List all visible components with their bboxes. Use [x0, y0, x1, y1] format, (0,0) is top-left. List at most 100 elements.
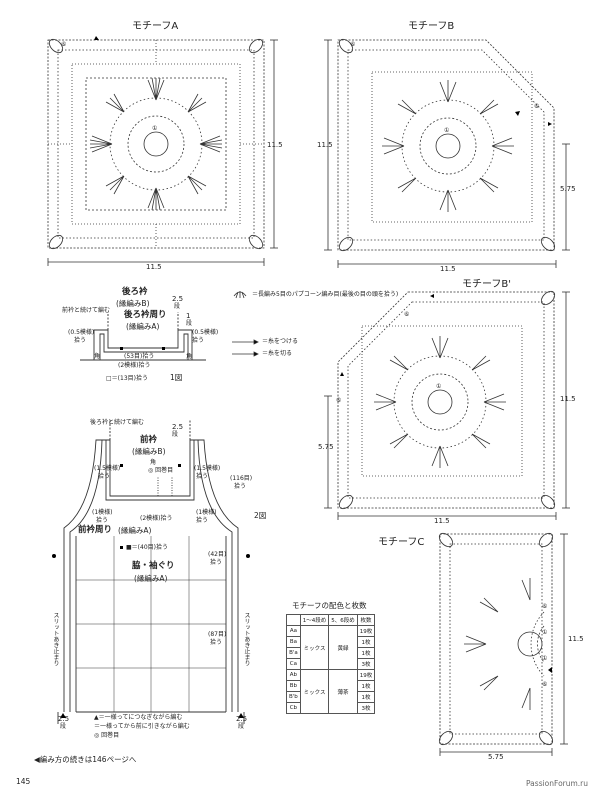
motif-a-height: 11.5: [267, 141, 283, 149]
motif-c-width: 5.75: [488, 753, 504, 761]
fig1-back-neck: 後ろ衿: [122, 287, 148, 297]
count-cell: 3枚: [356, 702, 376, 714]
code-cell: B'b: [286, 691, 301, 703]
legend-attach: ＝糸をつける: [262, 338, 299, 345]
fig1-p05b-right: 拾う: [192, 337, 205, 344]
fig2-rollup: ◎ 回巻目: [148, 467, 174, 474]
fig1-back-neck-sub: (縁編みB): [116, 299, 150, 308]
count-cell: 3枚: [356, 658, 376, 670]
fig2-r42b: 拾う: [210, 559, 223, 566]
motif-b-height: 11.5: [317, 141, 333, 149]
count-cell: 19枚: [356, 669, 376, 681]
fig2-r116: (116目): [230, 475, 253, 482]
code-cell: Ca: [286, 658, 301, 670]
fig2-slit-right: スリットあき止まり: [243, 612, 250, 666]
fig2-front-neck-sub: (縁編みB): [132, 447, 166, 456]
watermark: PassionForum.ru: [526, 779, 589, 788]
motif-bp-width: 11.5: [434, 517, 450, 525]
table-row: Aa ミックス 黄緑 19枚: [286, 625, 376, 670]
fig2-bottom-left-u: 段: [60, 723, 67, 730]
fig2-back-continue: 後ろ衿と続けて編む: [90, 419, 145, 426]
code-cell: Bb: [286, 680, 301, 692]
fig1-h1-unit: 段: [186, 320, 193, 327]
legend-cut: ＝糸を切る: [262, 350, 293, 357]
fig1-h25-unit: 段: [174, 303, 181, 310]
fig2-note3: ◎ 回巻目: [94, 732, 120, 739]
fig1-p05-left: (0.5模様): [68, 329, 95, 336]
motif-bp-sub-height: 5.75: [318, 443, 334, 451]
fig2-note2: ＝一様ってから前に引きながら編む: [94, 723, 190, 730]
code-cell: B'a: [286, 647, 301, 659]
fig2-r87b: 拾う: [210, 639, 223, 646]
fig2-slit-left: スリットあき止まり: [52, 612, 59, 666]
motif-c-title: モチーフC: [378, 537, 425, 548]
fig1-p05b-left: 拾う: [74, 337, 87, 344]
motif-c-round1-b: ①: [542, 655, 548, 662]
fig2-bottom-right-u: 段: [238, 723, 245, 730]
fig1-corner-left: 角: [94, 353, 101, 360]
motif-a-width: 11.5: [146, 263, 162, 271]
fig2-p1b-right: 拾う: [196, 517, 209, 524]
code-cell: Ab: [286, 669, 301, 681]
motif-bp-round6-a: ⑥: [404, 311, 410, 318]
table-row: Ab ミックス 薄茶 19枚: [286, 669, 376, 714]
header-cell: [286, 614, 301, 626]
fig2-note1: ▲＝一様ってにつなぎながら編む: [94, 714, 183, 721]
motif-b-title: モチーフB: [408, 21, 455, 32]
fig1-label: 1図: [170, 373, 183, 382]
motif-a-title: モチーフA: [132, 21, 179, 32]
fig2-p1-left: (1模様): [92, 509, 113, 516]
fig1-corner-right: 角: [186, 353, 193, 360]
motif-c-round6-a: ⑥: [542, 603, 548, 610]
fig2-r116b: 拾う: [234, 483, 247, 490]
fig2-p1b-left: 拾う: [96, 517, 109, 524]
fig2-front-edge-sub: (縁編みA): [118, 526, 152, 535]
fig2-stitch2: (2模様)拾う: [140, 515, 173, 522]
motif-b-width: 11.5: [440, 265, 456, 273]
motif-bp-round6-b: ⑥: [336, 397, 342, 404]
fig2-p15-right: (1.5模様): [194, 465, 221, 472]
count-cell: 1枚: [356, 680, 376, 692]
motif-b-round6-b: ⑥: [534, 103, 540, 110]
fig2-front-edge: 前衿周り: [78, 525, 113, 535]
header-cell: 1～4段め: [299, 614, 330, 626]
fig2-corner: 角: [150, 459, 157, 466]
motif-bp-title: モチーフB': [462, 279, 512, 290]
fig2-r87: (87目): [208, 631, 227, 638]
fig2-p1-right: (1模様): [196, 509, 217, 516]
motif-b-sub-height: 5.75: [560, 185, 576, 193]
count-cell: 1枚: [356, 691, 376, 703]
color-table: 1～4段め 5、6段め 枚数 Aa ミックス 黄緑 19枚 Ba 1枚 B'a …: [286, 614, 376, 714]
color56-cell: 黄緑: [328, 625, 358, 670]
table-row: Ca 3枚: [286, 658, 376, 670]
page-number: 145: [16, 777, 31, 786]
motif-c-round1-a: ①: [542, 629, 548, 636]
fig1-h25: 2.5: [172, 295, 184, 303]
motif-c-height: 11.5: [568, 635, 584, 643]
table-row: Cb 3枚: [286, 702, 376, 714]
color14-cell: ミックス: [299, 669, 330, 714]
motif-b-round6-a: ⑥: [350, 41, 356, 48]
code-cell: Aa: [286, 625, 301, 637]
motif-a-round1: ①: [152, 125, 158, 132]
fig2-sides: 脇・袖ぐり: [132, 561, 175, 571]
motif-bp-height: 11.5: [560, 395, 576, 403]
fig2-sides-sub: (縁編みA): [134, 574, 168, 583]
motif-c-round6-b: ⑥: [542, 681, 548, 688]
fig2-h25-unit: 段: [172, 431, 179, 438]
continue-note: ◀編み方の続きは146ページへ: [34, 755, 137, 764]
fig1-back-edge: 後ろ衿周り: [124, 310, 167, 320]
motif-a-round6: ⑥: [61, 41, 67, 48]
code-cell: Ba: [286, 636, 301, 648]
color14-cell: ミックス: [299, 625, 330, 670]
color56-cell: 薄茶: [328, 669, 358, 714]
fig2-label: 2図: [254, 511, 267, 520]
fig2-p15b-right: 拾う: [196, 473, 209, 480]
count-cell: 19枚: [356, 625, 376, 637]
fig2-bottom-left-h: 2.5: [58, 715, 70, 723]
color-table-title: モチーフの配色と枚数: [292, 601, 367, 610]
